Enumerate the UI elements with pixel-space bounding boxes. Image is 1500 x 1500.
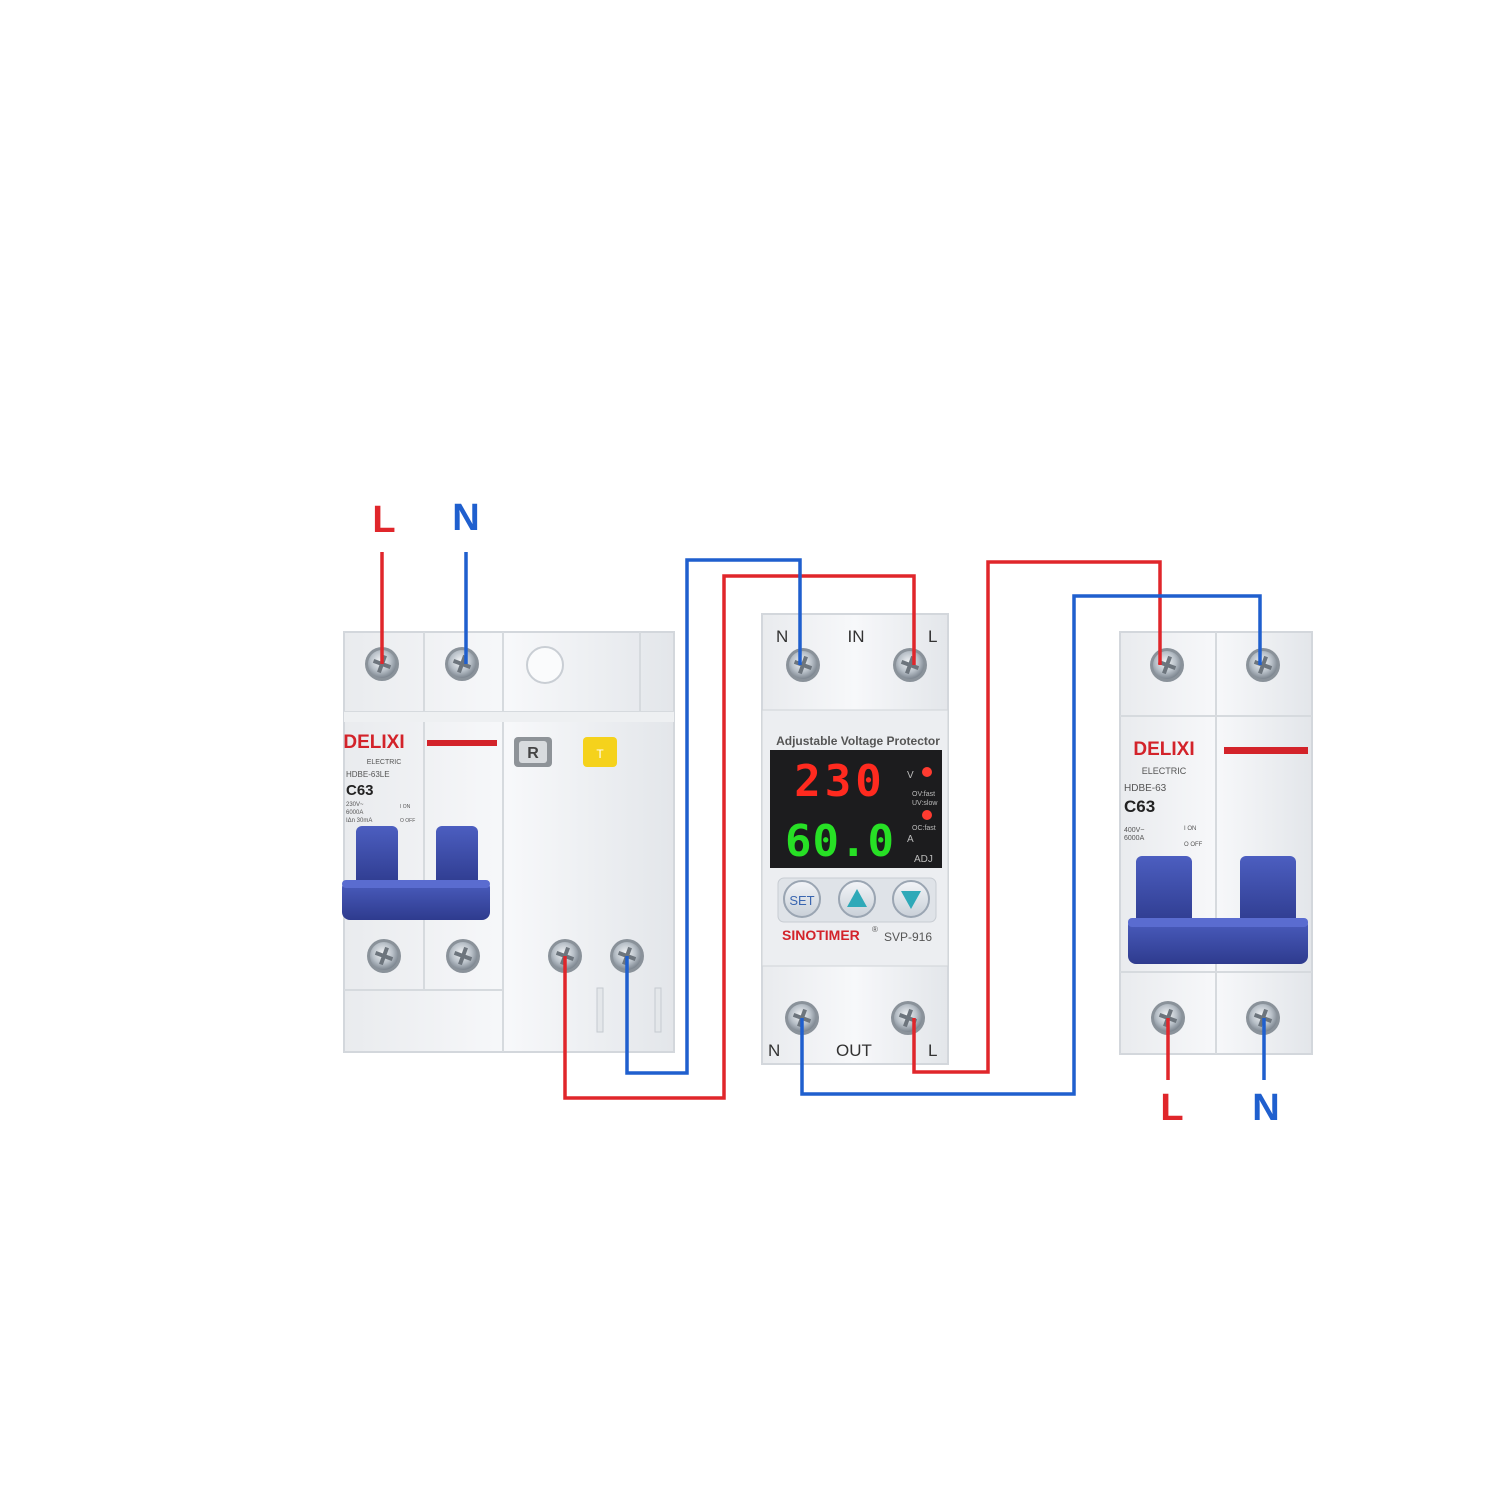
voltage-unit: V [907, 770, 914, 781]
left-breaker-model: HDBE-63LE [346, 770, 390, 779]
voltage-reading: 230 [794, 756, 885, 807]
current-reading: 60.0 [785, 816, 895, 867]
right-breaker-terminal-n-in [1246, 648, 1280, 682]
current-unit: A [907, 834, 914, 845]
protector-terminal-l-out [891, 1001, 925, 1035]
down-button[interactable] [892, 880, 930, 918]
adj-label: ADJ [914, 854, 933, 865]
right-breaker-rating: C63 [1124, 797, 1155, 816]
protector-display [770, 750, 942, 868]
indicator-oc: OC:fast [912, 825, 936, 832]
right-breaker-model: HDBE-63 [1124, 783, 1167, 794]
wire-protector-to-breaker-neutral [800, 594, 1262, 1096]
left-breaker-terminal-bottom-1 [367, 939, 401, 973]
left-breaker: DELIXI ELECTRIC HDBE-63LE C63 230V~ 6000… [342, 631, 675, 1053]
current-led [922, 810, 932, 820]
voltage-protector: N IN L Adjustable Voltage Protector 230 … [761, 613, 949, 1065]
output-neutral-label: N [1252, 1087, 1279, 1129]
protector-out-l: L [928, 1041, 937, 1060]
wires [380, 552, 1266, 1100]
indicator-ov: OV:fast [912, 791, 935, 798]
right-breaker-handle[interactable] [1128, 856, 1308, 964]
left-breaker-terminal-n-in [445, 647, 479, 681]
set-button-label: SET [789, 893, 814, 908]
protector-in-n: N [776, 627, 788, 646]
right-breaker-terminal-l-in [1150, 648, 1184, 682]
left-breaker-off: O OFF [400, 818, 415, 824]
right-breaker-spec-2: 6000A [1124, 835, 1145, 842]
protector-title: Adjustable Voltage Protector [776, 734, 940, 748]
test-button-label: T [596, 747, 604, 761]
protector-terminal-n-in [786, 648, 820, 682]
protector-in-l: L [928, 627, 937, 646]
left-breaker-spec-2: 6000A [346, 810, 363, 816]
protector-out-label: OUT [836, 1041, 872, 1060]
left-breaker-spec-1: 230V~ [346, 802, 364, 808]
output-live-label: L [1160, 1087, 1183, 1129]
right-breaker-subbrand: ELECTRIC [1142, 766, 1187, 776]
indicator-uv: UV:slow [912, 800, 938, 807]
wire-breaker-to-protector-neutral [625, 558, 802, 1075]
up-button[interactable] [838, 880, 876, 918]
protector-in-label: IN [848, 627, 865, 646]
left-breaker-brand: DELIXI [343, 732, 404, 753]
wire-protector-to-breaker-live [912, 560, 1162, 1074]
left-breaker-terminal-bottom-2 [446, 939, 480, 973]
left-breaker-rating: C63 [346, 782, 374, 799]
input-live-label: L [372, 499, 395, 541]
right-breaker-spec-1: 400V~ [1124, 827, 1144, 834]
voltage-led [922, 767, 932, 777]
right-breaker-brand: DELIXI [1133, 739, 1194, 760]
set-button[interactable]: SET [783, 880, 821, 918]
left-breaker-handle[interactable] [342, 826, 490, 920]
protector-brand: SINOTIMER [782, 927, 860, 943]
protector-terminal-l-in [893, 648, 927, 682]
protector-registered: ® [872, 925, 878, 934]
left-breaker-subbrand: ELECTRIC [367, 759, 402, 766]
input-neutral-label: N [452, 497, 479, 539]
test-button[interactable] [583, 737, 617, 767]
protector-out-n: N [768, 1041, 780, 1060]
indicator-window [526, 646, 564, 684]
left-breaker-on: I ON [400, 804, 411, 810]
right-breaker: DELIXI ELECTRIC HDBE-63 C63 400V~ 6000A … [1119, 631, 1313, 1055]
right-breaker-off: O OFF [1184, 842, 1203, 848]
up-arrow-icon [847, 889, 867, 907]
protector-model: SVP-916 [884, 930, 932, 944]
wire-breaker-to-protector-live [563, 574, 916, 1100]
down-arrow-icon [901, 891, 921, 909]
reset-button-label: R [527, 745, 539, 762]
left-breaker-spec-3: IΔn 30mA [346, 818, 372, 824]
right-breaker-on: I ON [1184, 826, 1196, 832]
